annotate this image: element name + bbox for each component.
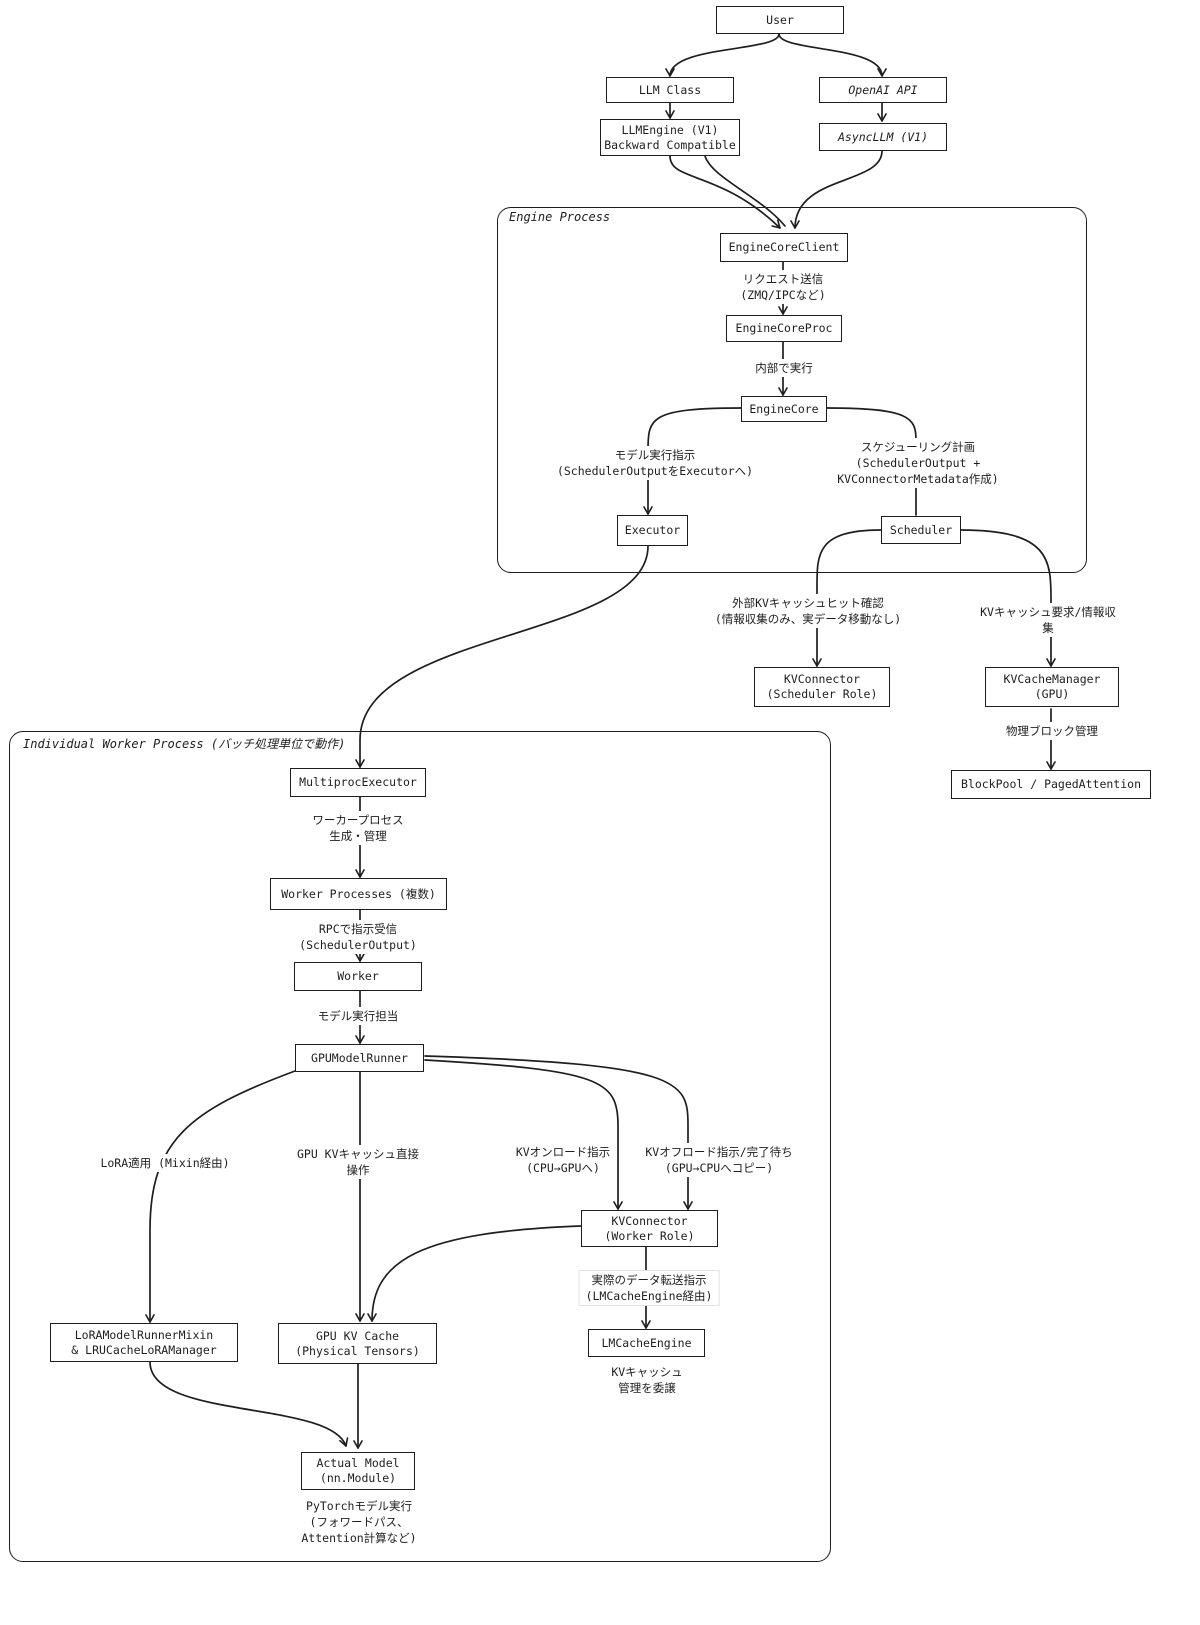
edge-scheduler-kvconnector	[812, 529, 882, 667]
executor-node: Executor	[617, 515, 688, 546]
edge-executor-multiproc	[355, 545, 649, 768]
edge-llmengine-client-b	[704, 155, 786, 227]
pytorch-note: PyTorchモデル実行 (フォワードパス、 Attention計算など)	[301, 1499, 417, 1545]
multiprocexecutor-node: MultiprocExecutor	[290, 768, 426, 797]
edge-asyncllm-client	[790, 150, 883, 229]
engine-process-title: Engine Process	[509, 210, 611, 224]
gpu-kv-cache-node: GPU KV Cache (Physical Tensors)	[278, 1323, 437, 1364]
label-kv-cache-request: KVキャッシュ要求/情報収集	[972, 603, 1124, 637]
label-internal-exec: 内部で実行	[752, 359, 816, 377]
label-worker-spawn: ワーカープロセス 生成・管理	[309, 811, 407, 845]
lmcache-note: KVキャッシュ 管理を委譲	[611, 1365, 683, 1395]
gpumodelrunner-node: GPUModelRunner	[295, 1044, 424, 1072]
label-model-exec-instr: モデル実行指示 (SchedulerOutputをExecutorへ)	[553, 446, 757, 480]
label-gpu-kv-direct: GPU KVキャッシュ直接 操作	[293, 1145, 423, 1179]
llmengine-node: LLMEngine (V1) Backward Compatible	[600, 119, 740, 156]
worker-node: Worker	[294, 962, 422, 991]
edge-gpumr-lora	[145, 1070, 296, 1323]
label-rpc-receive: RPCで指示受信 (SchedulerOutput)	[296, 920, 420, 954]
actual-model-node: Actual Model (nn.Module)	[301, 1452, 415, 1490]
label-request-send: リクエスト送信 (ZMQ/IPCなど)	[737, 270, 829, 304]
enginecoreclient-node: EngineCoreClient	[720, 233, 848, 262]
label-data-transfer: 実際のデータ転送指示 (LMCacheEngine経由)	[578, 1270, 720, 1306]
edge-kvconn-gpukv	[367, 1225, 582, 1322]
label-external-kv-check: 外部KVキャッシュヒット確認 (情報収集のみ、実データ移動なし)	[711, 594, 905, 628]
lmcacheengine-node: LMCacheEngine	[588, 1329, 705, 1357]
worker-process-group	[9, 731, 831, 1562]
blockpool-node: BlockPool / PagedAttention	[951, 770, 1151, 799]
edge-llmengine-client-a	[669, 155, 781, 229]
edge-gpumr-kvconn-b	[424, 1055, 693, 1210]
kvconnector-worker-node: KVConnector (Worker Role)	[581, 1210, 718, 1247]
enginecore-node: EngineCore	[741, 396, 827, 422]
llm-class-node: LLM Class	[606, 77, 734, 103]
edge-user-openai	[778, 33, 887, 77]
edge-user-llmclass	[665, 33, 780, 77]
label-kv-offload: KVオフロード指示/完了待ち (GPU→CPUへコピー)	[642, 1143, 796, 1177]
user-node: User	[716, 6, 844, 34]
kvconnector-scheduler-node: KVConnector (Scheduler Role)	[754, 667, 890, 707]
engine-process-group	[497, 207, 1087, 573]
worker-process-title: Individual Worker Process (バッチ処理単位で動作)	[23, 737, 346, 751]
label-model-exec-charge: モデル実行担当	[314, 1007, 402, 1025]
lora-mixin-node: LoRAModelRunnerMixin & LRUCacheLoRAManag…	[50, 1323, 238, 1362]
edge-scheduler-kvcachemanager	[960, 529, 1056, 667]
asyncllm-node: AsyncLLM (V1)	[819, 123, 947, 151]
kvcachemanager-node: KVCacheManager (GPU)	[985, 667, 1119, 707]
label-kv-onload: KVオンロード指示 (CPU→GPUへ)	[512, 1143, 614, 1177]
enginecoreproc-node: EngineCoreProc	[726, 315, 842, 342]
worker-processes-node: Worker Processes (複数)	[270, 878, 447, 910]
openai-api-node: OpenAI API	[819, 77, 947, 103]
label-lora-apply: LoRA適用 (Mixin経由)	[97, 1154, 233, 1172]
label-physical-block: 物理ブロック管理	[1003, 722, 1101, 740]
edge-lora-model	[149, 1361, 349, 1447]
scheduler-node: Scheduler	[881, 516, 961, 544]
label-scheduling-plan: スケジューリング計画 (SchedulerOutput + KVConnecto…	[834, 438, 1002, 488]
edge-gpumr-kvconn-a	[424, 1059, 623, 1210]
